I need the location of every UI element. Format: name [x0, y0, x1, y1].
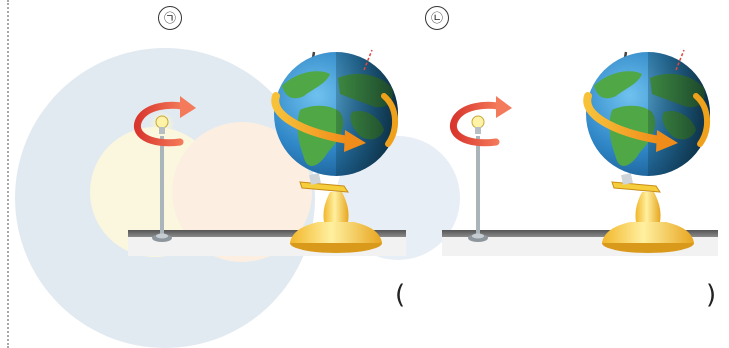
light-bulb-icon	[472, 116, 484, 134]
right-panel	[442, 50, 718, 256]
globe-stand-right	[602, 173, 694, 253]
globe-icon	[274, 50, 398, 176]
panel-label-right: ㉡	[425, 6, 449, 30]
answer-open-paren: (	[395, 282, 405, 308]
panel-label-left: ㉠	[158, 6, 182, 30]
answer-close-paren: )	[706, 282, 716, 308]
globe-icon	[586, 50, 710, 176]
lamp-right	[453, 96, 512, 242]
